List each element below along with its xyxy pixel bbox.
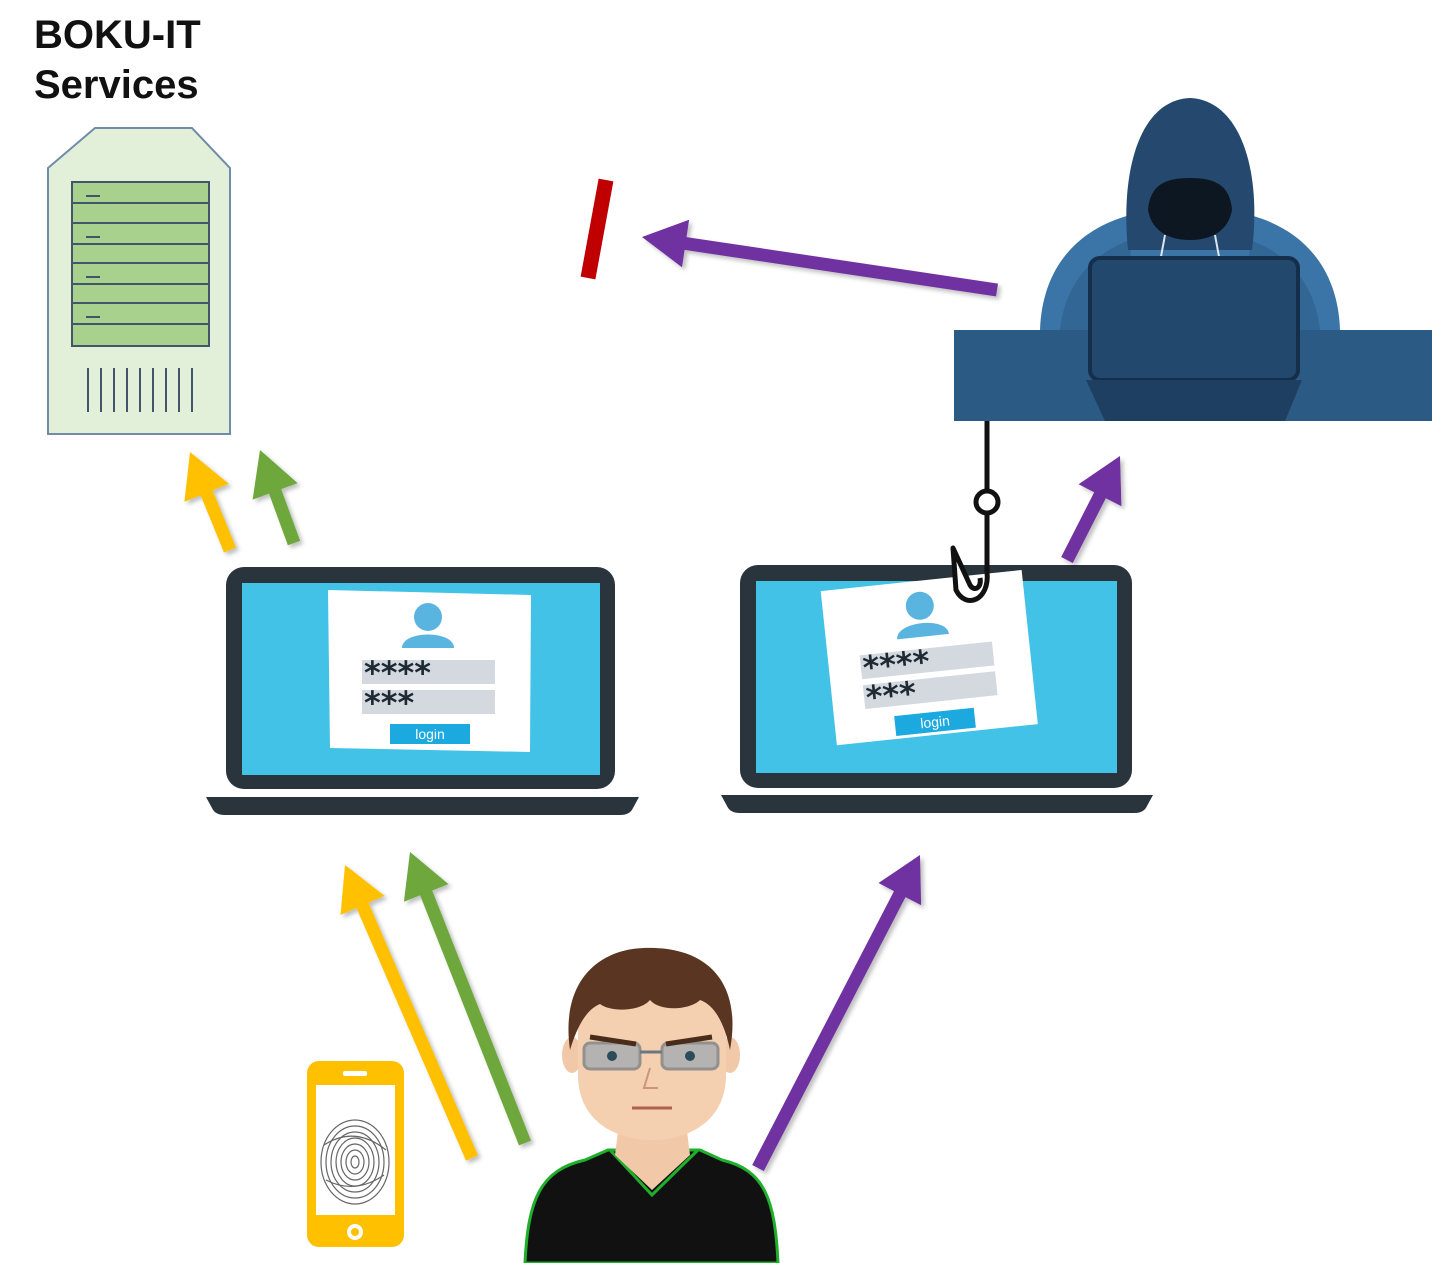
purple-arrow-to-server [642, 219, 998, 297]
title-line-1: BOKU-IT [34, 13, 201, 57]
green-arrow-to-laptop [403, 852, 531, 1146]
smartphone-icon [307, 1061, 404, 1247]
password-field-1-text: **** [364, 654, 431, 692]
user-icon [402, 603, 454, 648]
avatar [523, 947, 780, 1263]
phishing-password-field-2-text: *** [864, 674, 918, 717]
login-button-label: login [415, 726, 445, 742]
phishing-login-button[interactable] [894, 707, 976, 736]
phishing-password-field-1[interactable] [859, 641, 995, 680]
phishing-password-field-2[interactable] [862, 671, 998, 710]
login-button[interactable] [390, 724, 470, 744]
title-line-2: Services [34, 63, 199, 107]
password-field-2[interactable] [362, 690, 495, 714]
hacker-icon [954, 98, 1432, 421]
fishing-hook-icon [950, 421, 1001, 603]
fingerprint-icon [320, 1119, 390, 1205]
password-field-1[interactable] [362, 660, 495, 684]
user-icon [897, 591, 949, 640]
legit-laptop-icon: **** *** login [206, 567, 639, 815]
green-arrow-to-server [252, 450, 301, 546]
server-icon [47, 127, 231, 435]
yellow-arrow-to-laptop [340, 865, 478, 1161]
password-field-2-text: *** [364, 684, 414, 722]
yellow-arrow-to-server [184, 452, 236, 553]
block-icon [580, 178, 614, 280]
purple-arrow-to-phish [752, 855, 922, 1171]
phishing-login-form: **** *** login [820, 569, 1038, 746]
flow-arrows [184, 219, 1122, 1171]
purple-arrow-to-hacker [1061, 456, 1122, 563]
page-title: BOKU-IT Services [34, 10, 201, 110]
phishing-laptop-icon: **** *** login [721, 565, 1153, 813]
legit-login-form: **** *** login [328, 590, 531, 752]
phishing-login-button-label: login [919, 712, 950, 731]
